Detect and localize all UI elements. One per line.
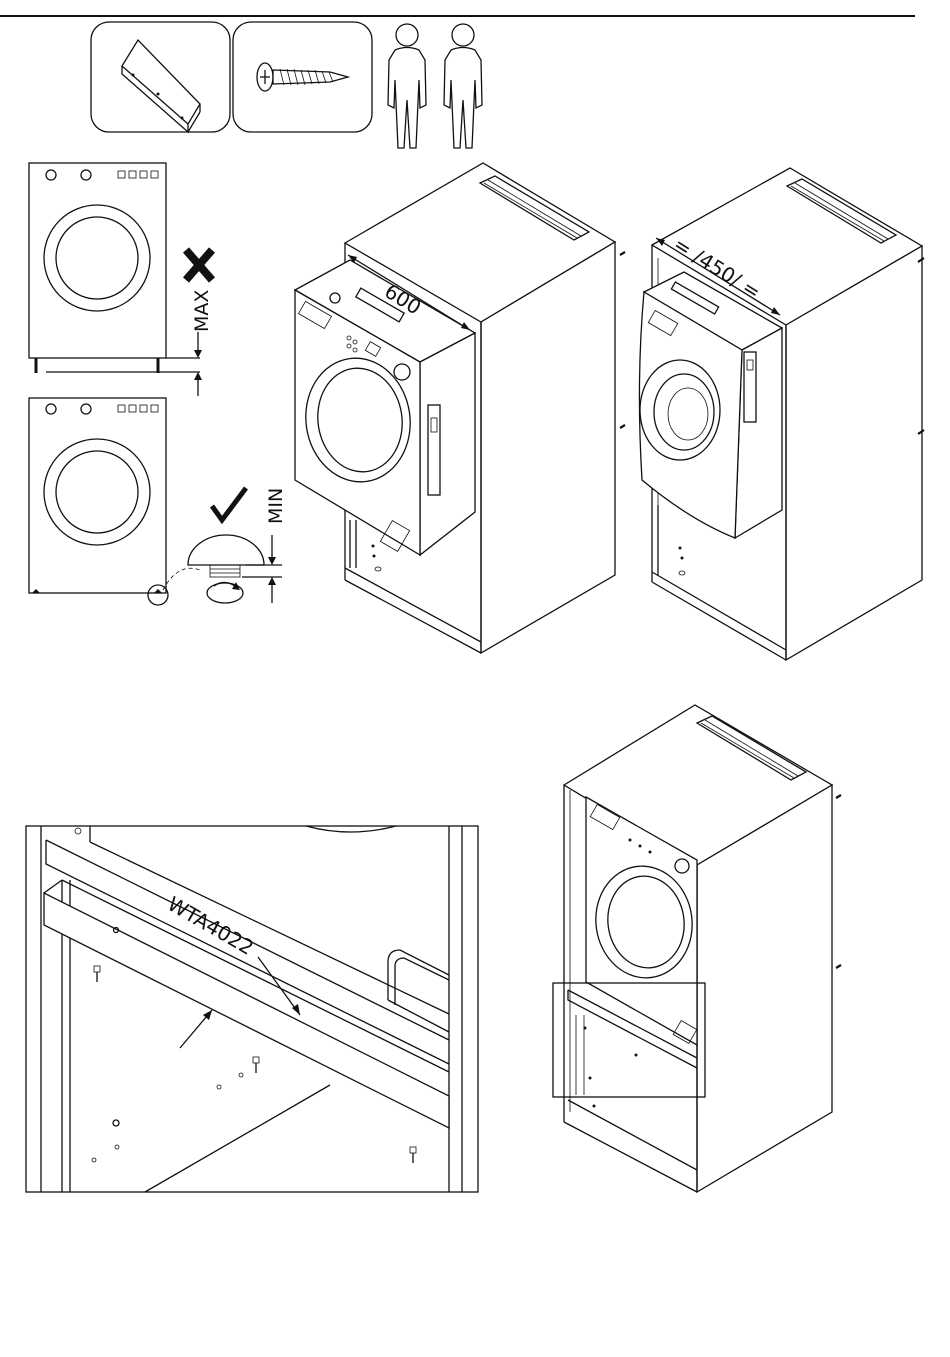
cabinet-with-washer bbox=[295, 163, 625, 653]
washer-front-lowered bbox=[29, 398, 200, 605]
part-code-label: WTA4022 bbox=[164, 892, 258, 960]
two-persons-icon bbox=[388, 24, 482, 148]
washer-front-raised bbox=[29, 163, 202, 396]
max-label: MAX bbox=[191, 290, 213, 332]
parts-box-bracket bbox=[91, 22, 230, 132]
screw-icon bbox=[94, 966, 100, 982]
adjustable-foot-detail bbox=[188, 535, 282, 603]
screw-icon bbox=[253, 1057, 259, 1073]
closeup-detail-frame bbox=[26, 826, 478, 1192]
parts-box-screw bbox=[233, 22, 372, 132]
x-mark-icon bbox=[186, 250, 212, 280]
screw-icon bbox=[410, 1147, 416, 1163]
screw-icon bbox=[257, 63, 348, 91]
checkmark-icon bbox=[212, 488, 246, 520]
min-label: MIN bbox=[265, 488, 287, 524]
angle-bracket-icon bbox=[122, 40, 200, 132]
assembled-cabinet bbox=[553, 705, 841, 1192]
